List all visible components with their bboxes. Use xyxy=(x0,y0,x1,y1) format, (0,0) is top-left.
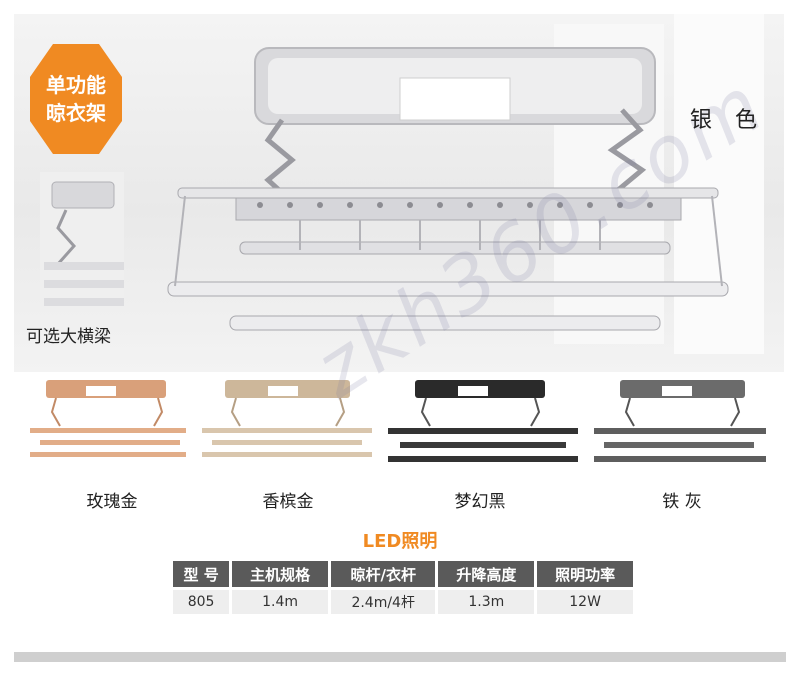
cell-light-power: 12W xyxy=(537,590,633,614)
badge-line2: 晾衣架 xyxy=(46,101,106,125)
cell-unit-size: 1.4m xyxy=(232,590,328,614)
single-function-badge: 单功能 晾衣架 xyxy=(30,44,122,154)
champagne-gold-label: 香槟金 xyxy=(262,492,314,512)
led-lighting-title: LED照明 xyxy=(362,531,438,552)
spec-table: 型 号 主机规格 晾杆/衣杆 升降高度 照明功率 805 1.4m 2.4m/4… xyxy=(170,558,636,617)
silver-color-label: 银 色 xyxy=(690,108,765,133)
variant-rose-gold xyxy=(30,380,186,457)
header-model: 型 号 xyxy=(173,561,230,587)
bottom-divider xyxy=(14,652,786,662)
cell-rods: 2.4m/4杆 xyxy=(330,590,436,614)
header-rods: 晾杆/衣杆 xyxy=(330,561,436,587)
optional-beam-label: 可选大横梁 xyxy=(26,327,111,347)
table-row: 805 1.4m 2.4m/4杆 1.3m 12W xyxy=(173,590,633,614)
spec-header-row: 型 号 主机规格 晾杆/衣杆 升降高度 照明功率 xyxy=(173,561,633,587)
iron-gray-label: 铁 灰 xyxy=(662,492,702,512)
dream-black-label: 梦幻黑 xyxy=(454,492,506,512)
cell-model: 805 xyxy=(173,590,230,614)
header-unit-size: 主机规格 xyxy=(232,561,328,587)
cell-lift-height: 1.3m xyxy=(438,590,535,614)
variant-iron-gray xyxy=(594,380,766,462)
header-light-power: 照明功率 xyxy=(537,561,633,587)
variant-champagne-gold xyxy=(202,380,372,457)
variant-dream-black xyxy=(388,380,578,462)
header-lift-height: 升降高度 xyxy=(438,561,535,587)
rose-gold-label: 玫瑰金 xyxy=(86,492,138,512)
badge-line1: 单功能 xyxy=(46,73,106,97)
